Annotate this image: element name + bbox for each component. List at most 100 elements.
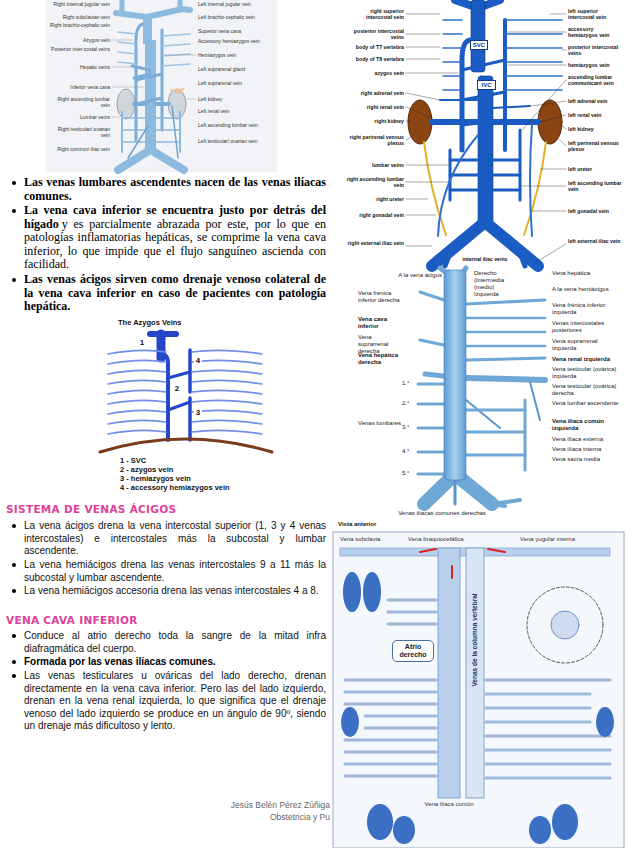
text-block: hemiazygos vein bbox=[568, 62, 624, 68]
vein-figure-top-right-part bbox=[450, 130, 520, 200]
label-text: Left testicular/ ovarian vein bbox=[198, 138, 257, 144]
text-block: 4 - accessory hemiazygos vein bbox=[120, 483, 290, 492]
text-block: 4.° bbox=[402, 448, 416, 455]
text-block: Left brachio-cephalic vein bbox=[198, 14, 270, 20]
text-block: Vena suprarrenal izquierda bbox=[552, 338, 620, 352]
label-text: left external iliac vein bbox=[568, 238, 620, 244]
label-text: 4.° bbox=[402, 448, 409, 454]
vein-figure-top-left-part bbox=[134, 102, 169, 106]
text-block: Vena testicular (ovárica) izquierda bbox=[552, 366, 620, 380]
vein-figure-top-right-part bbox=[505, 20, 562, 90]
text-block: La vena cava inferior se encuentra justo… bbox=[24, 204, 326, 272]
label-text: Vena ilíaca común izquierda bbox=[552, 418, 604, 431]
azygos-figure-part bbox=[108, 350, 166, 434]
label-text: Superior vena cava bbox=[198, 28, 241, 34]
label-text: 3 bbox=[196, 408, 200, 417]
venous-schema-part bbox=[345, 600, 436, 776]
label-text: Izquierda bbox=[474, 291, 499, 297]
text-block: right ureter bbox=[346, 196, 404, 202]
label-text: La vena hemiácigos accesoria drena las v… bbox=[24, 585, 319, 596]
label-text: posterior intercostal veins bbox=[568, 44, 618, 56]
vein-figure-top-left-part bbox=[116, 9, 190, 17]
text-block: Vena testicular (ovárica) derecha bbox=[552, 383, 620, 397]
label-text: Las venas testiculares u ováricas del la… bbox=[24, 670, 326, 731]
text-block: Obstetricia y Pu bbox=[190, 812, 330, 823]
text-block: 2 bbox=[173, 384, 181, 393]
label-text: Venas ilíacas comunes derechas bbox=[398, 510, 486, 516]
label-text: Las venas ácigos sirven como drenaje ven… bbox=[24, 272, 326, 313]
venous-schema-part bbox=[486, 680, 610, 778]
label-text: Left kidney bbox=[198, 96, 222, 102]
label-text: Vena hepática derecha bbox=[358, 352, 398, 365]
vein-figure-middle-right-part bbox=[492, 500, 520, 506]
label-text: accessory hemiazygos vein bbox=[568, 26, 610, 38]
label-text: Posterior inter-costal veins bbox=[51, 46, 110, 52]
venous-schema-part bbox=[363, 572, 381, 612]
text-block: Formada por las venas ilíacas comunes. bbox=[24, 656, 326, 669]
label-text: 3 - hemiazygos vein bbox=[120, 474, 191, 483]
text-block: left perirenal venous plexus bbox=[568, 140, 624, 152]
label-text: left ascending lumbar vein bbox=[568, 180, 622, 192]
text-block: Vena frénica inferior derecha bbox=[358, 290, 402, 304]
text-block: Venas lumbares bbox=[358, 420, 402, 427]
text-block: left superior intercostal vein bbox=[568, 8, 624, 20]
label-text: Vena hepática bbox=[552, 270, 590, 276]
vein-figure-middle-right-part bbox=[425, 374, 444, 376]
text-block: Venas de la columna vertebral bbox=[471, 580, 479, 700]
vein-figure-top-left-part bbox=[145, 40, 156, 152]
label-text: The Azygos Veins bbox=[118, 318, 182, 327]
text-block: Right testicular/ ovarian vein bbox=[48, 126, 110, 138]
text-block: Vena renal izquierda bbox=[552, 356, 620, 363]
venous-schema-part bbox=[438, 548, 460, 798]
azygos-figure bbox=[100, 334, 272, 452]
text-block: left adrenal vein bbox=[568, 98, 624, 104]
label-text: posterior intercostal veins bbox=[354, 28, 404, 40]
text-block: Las venas ácigos sirven como drenaje ven… bbox=[24, 273, 326, 314]
label-text: La vena hemiácigos drena las venas inter… bbox=[24, 559, 326, 583]
vein-figure-top-left-part bbox=[45, 0, 277, 172]
text-block: left kidney bbox=[568, 126, 624, 132]
label-text: Vena sacra media bbox=[552, 456, 600, 462]
venous-schema-part bbox=[551, 611, 579, 639]
vein-figure-middle-right bbox=[418, 268, 545, 506]
label-text: Hemiazygos vein bbox=[198, 52, 236, 58]
vein-figure-middle-right-part bbox=[454, 480, 457, 504]
label-text: Vista anterior bbox=[338, 521, 376, 527]
text-block: VENA CAVA INFERIOR bbox=[6, 614, 326, 627]
text-block: Vena frénica inferior izquierda bbox=[552, 302, 620, 316]
text-block: Vena ilíaca común izquierda bbox=[552, 418, 620, 432]
text-block: lumbar veins bbox=[346, 162, 404, 168]
label-text: right perirenal venous plexus bbox=[350, 134, 404, 146]
vein-figure-top-right-part bbox=[432, 222, 538, 266]
text-block: Superior vena cava bbox=[198, 28, 270, 34]
text-block: La vena ácigos drena la vena intercostal… bbox=[24, 520, 326, 558]
text-block: Vena suprarrenal derecha bbox=[358, 334, 402, 355]
text-block: Jesús Belén Pérez Zúñiga bbox=[190, 800, 330, 811]
text-block: 1 - SVC bbox=[120, 456, 290, 465]
vein-figure-top-right-part bbox=[432, 119, 538, 125]
venous-schema-part bbox=[596, 707, 614, 737]
azygos-figure-part bbox=[100, 439, 272, 452]
label-text: Vena ilíaca común bbox=[424, 801, 473, 807]
label-text: Venas de la columna vertebral bbox=[471, 593, 478, 686]
venous-schema-part bbox=[367, 804, 393, 840]
text-block: Hemiazygos vein bbox=[198, 52, 270, 58]
text-block: Vena ilíaca interna bbox=[552, 446, 620, 453]
label-text: 2.° bbox=[402, 400, 409, 406]
text-block: 5.° bbox=[402, 470, 416, 477]
text-block: body of T8 vertebra bbox=[346, 56, 404, 62]
label-text: body of T8 vertebra bbox=[356, 56, 404, 62]
label-text: Left suprarenal gland bbox=[198, 66, 245, 72]
label-text: Vena lumbar ascendente bbox=[552, 400, 618, 406]
text-block: Vena hepática derecha bbox=[358, 352, 402, 366]
label-text: Vena braquiocefálica bbox=[408, 536, 464, 542]
vein-figure-top-right-part bbox=[408, 100, 432, 144]
azygos-figure-part bbox=[161, 354, 168, 440]
label-text: SISTEMA DE VENAS ÁCIGOS bbox=[6, 503, 176, 515]
text-block: left ascending lumbar vein bbox=[568, 180, 624, 192]
label-text: right external iliac vein bbox=[348, 240, 404, 246]
label-text: right superior intercostal vein bbox=[366, 8, 404, 20]
vein-figure-top-right-part bbox=[440, 100, 530, 108]
label-text: (intermedia bbox=[474, 277, 504, 283]
